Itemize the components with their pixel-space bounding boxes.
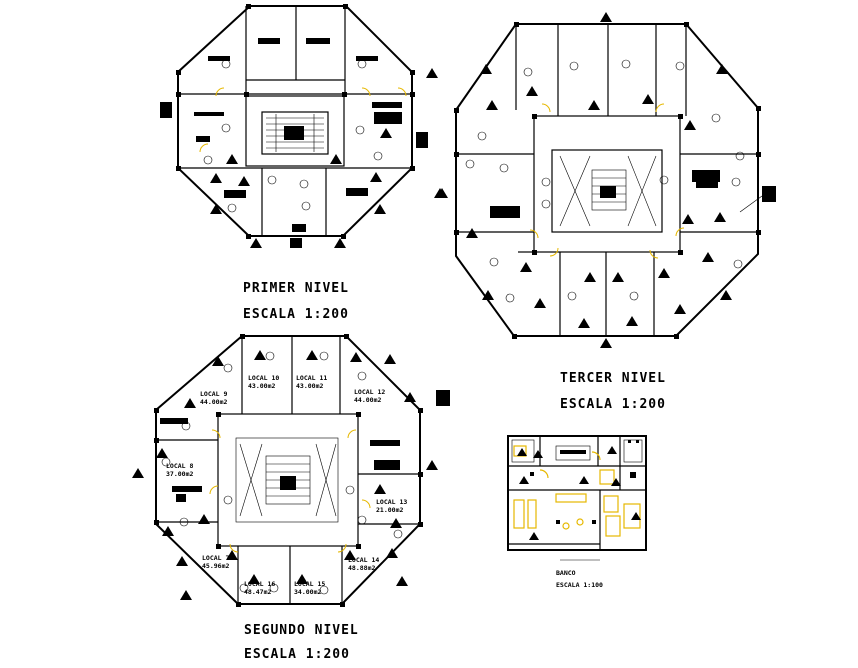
local-13-name: LOCAL 13 [376, 498, 407, 506]
local-12-name: LOCAL 12 [354, 388, 385, 396]
local-16-area: 48.47m2 [244, 588, 271, 596]
local-7-name: LOCAL 7 [202, 554, 229, 562]
local-14-area: 48.88m2 [348, 564, 375, 572]
local-8-name: LOCAL 8 [166, 462, 193, 470]
local-12-area: 44.00m2 [354, 396, 381, 404]
local-11-area: 43.00m2 [296, 382, 323, 390]
local-7-area: 45.96m2 [202, 562, 229, 570]
primer-nivel-plan: PRIMER NIVEL ESCALA 1:200 [160, 4, 448, 322]
local-9-area: 44.00m2 [200, 398, 227, 406]
banco-title: BANCO [556, 569, 576, 577]
local-11-name: LOCAL 11 [296, 374, 327, 382]
local-14-name: LOCAL 14 [348, 556, 379, 564]
local-10-area: 43.00m2 [248, 382, 275, 390]
local-10-name: LOCAL 10 [248, 374, 279, 382]
banco-plan: BANCO ESCALA 1:100 [507, 435, 647, 589]
primer-nivel-scale: ESCALA 1:200 [243, 307, 349, 322]
primer-nivel-title: PRIMER NIVEL [243, 281, 349, 296]
tercer-nivel-plan: TERCER NIVEL ESCALA 1:200 [434, 12, 776, 412]
local-15-name: LOCAL 15 [294, 580, 325, 588]
tercer-nivel-scale: ESCALA 1:200 [560, 397, 666, 412]
local-16-name: LOCAL 16 [244, 580, 275, 588]
banco-scale: ESCALA 1:100 [556, 581, 603, 589]
tercer-nivel-title: TERCER NIVEL [560, 371, 666, 386]
segundo-nivel-scale: ESCALA 1:200 [244, 647, 350, 662]
local-9-name: LOCAL 9 [200, 390, 227, 398]
segundo-nivel-plan: LOCAL 9 44.00m2 LOCAL 10 43.00m2 LOCAL 1… [132, 334, 450, 662]
segundo-nivel-title: SEGUNDO NIVEL [244, 623, 359, 638]
local-8-area: 37.00m2 [166, 470, 193, 478]
local-15-area: 34.00m2 [294, 588, 321, 596]
local-13-area: 21.00m2 [376, 506, 403, 514]
